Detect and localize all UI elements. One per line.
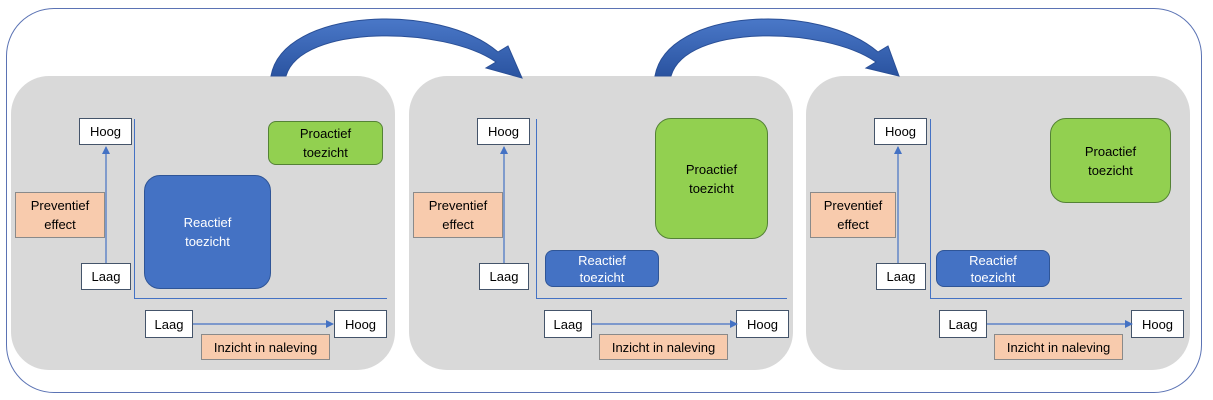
y-axis-high-label: Hoog (477, 118, 530, 145)
reactive-supervision-box: Reactief toezicht (936, 250, 1050, 287)
y-axis-title: Preventief effect (413, 192, 503, 238)
y-axis-title: Preventief effect (15, 192, 105, 238)
y-axis-line (930, 119, 931, 299)
x-axis-title: Inzicht in naleving (994, 334, 1123, 360)
x-axis-line (134, 298, 387, 299)
y-axis-high-label: Hoog (79, 118, 132, 145)
x-axis-high-label: Hoog (1131, 310, 1184, 338)
y-axis-low-label: Laag (876, 263, 926, 290)
y-axis-low-label: Laag (479, 263, 529, 290)
x-axis-low-label: Laag (145, 310, 193, 338)
x-axis-title: Inzicht in naleving (599, 334, 728, 360)
panel-1: Hoog Preventief effect Laag Laag Hoog In… (11, 76, 395, 370)
y-axis-high-label: Hoog (874, 118, 927, 145)
y-axis-low-label: Laag (81, 263, 131, 290)
panel-3: Hoog Preventief effect Laag Laag Hoog In… (806, 76, 1190, 370)
x-axis-low-label: Laag (544, 310, 592, 338)
diagram-frame (6, 8, 1202, 393)
y-axis-line (536, 119, 537, 299)
y-axis-title: Preventief effect (810, 192, 896, 238)
y-axis-line (134, 119, 135, 299)
x-axis-line (536, 298, 787, 299)
panel-2: Hoog Preventief effect Laag Laag Hoog In… (409, 76, 793, 370)
x-axis-title: Inzicht in naleving (201, 334, 330, 360)
proactive-supervision-box: Proactief toezicht (655, 118, 768, 239)
reactive-supervision-box: Reactief toezicht (144, 175, 271, 289)
proactive-supervision-box: Proactief toezicht (1050, 118, 1171, 203)
x-axis-high-label: Hoog (736, 310, 789, 338)
proactive-supervision-box: Proactief toezicht (268, 121, 383, 165)
x-axis-high-label: Hoog (334, 310, 387, 338)
x-axis-low-label: Laag (939, 310, 987, 338)
x-axis-line (930, 298, 1182, 299)
reactive-supervision-box: Reactief toezicht (545, 250, 659, 287)
